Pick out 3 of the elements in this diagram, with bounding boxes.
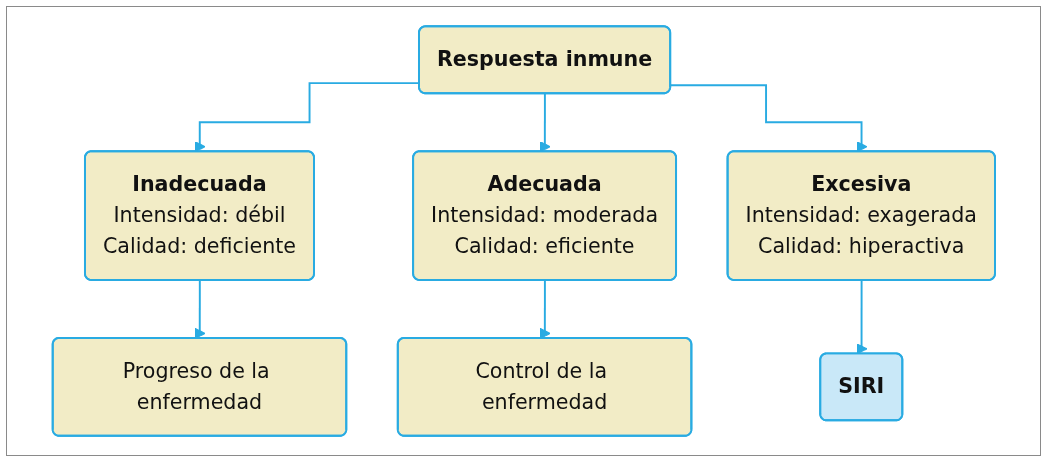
arrow (669, 84, 868, 153)
arrow (539, 92, 551, 153)
arrow (855, 279, 868, 355)
